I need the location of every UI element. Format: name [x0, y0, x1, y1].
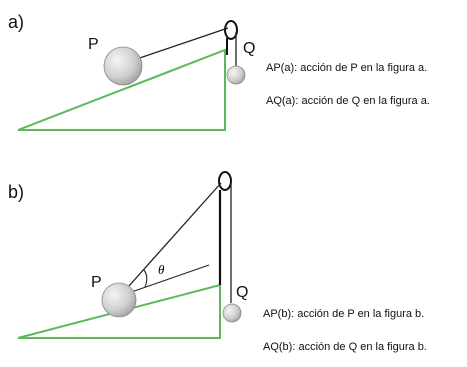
angle-arc	[143, 269, 148, 288]
p-label-a: P	[88, 36, 99, 53]
q-label-b: Q	[236, 284, 248, 301]
panel-b: b) θ Q P AP(b): acción de P en la figura…	[8, 171, 427, 353]
pulley-a-icon	[224, 20, 238, 40]
mass-p-a	[103, 46, 143, 86]
p-label-b: P	[91, 274, 102, 291]
panel-b-label: b)	[8, 182, 24, 202]
incline-a	[17, 48, 226, 131]
incline-reference-line	[119, 264, 210, 297]
mass-q-b	[222, 303, 242, 323]
rope-b-incline	[119, 182, 222, 297]
q-label-a: Q	[243, 40, 255, 57]
note-aq-b: AQ(b): acción de Q en la figura b.	[263, 341, 427, 353]
mass-p-b	[101, 282, 137, 318]
panel-a: a) Q P AP(a): acción de P en la figura a…	[8, 12, 430, 131]
mass-q-a	[226, 65, 246, 85]
note-ap-a: AP(a): acción de P en la figura a.	[266, 62, 427, 74]
rope-a-incline	[124, 27, 229, 64]
panel-a-label: a)	[8, 12, 24, 32]
angle-label: θ	[158, 262, 165, 277]
pulley-b-icon	[218, 171, 232, 191]
note-aq-a: AQ(a): acción de Q en la figura a.	[266, 95, 430, 107]
note-ap-b: AP(b): acción de P en la figura b.	[263, 308, 424, 320]
